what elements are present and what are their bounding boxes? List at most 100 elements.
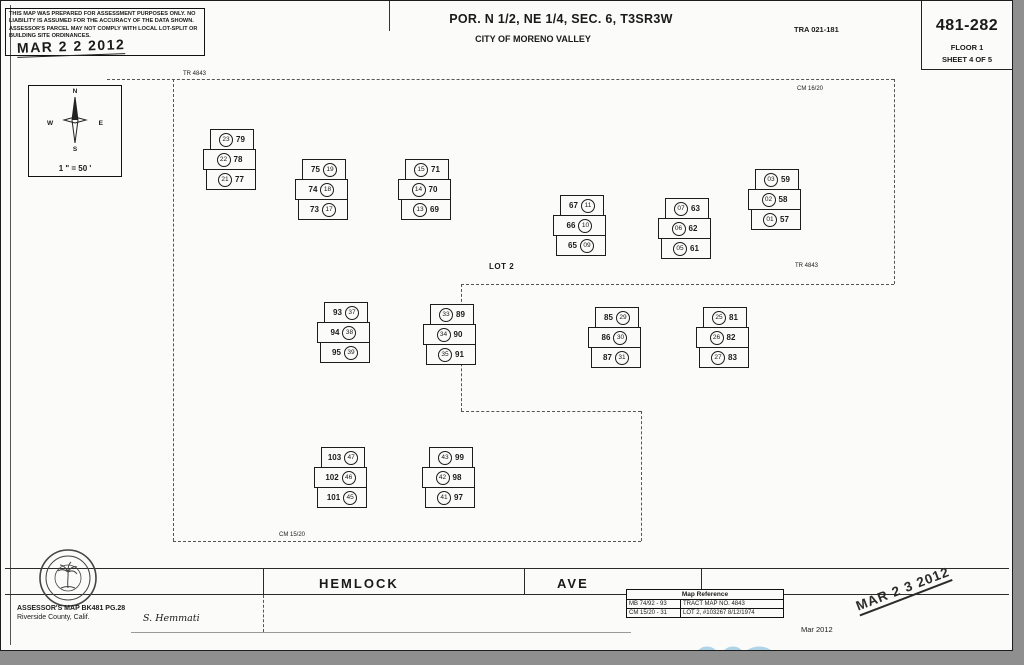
lot-number-circled: 11: [580, 198, 595, 213]
lot-number-circled: 15: [414, 162, 429, 177]
table-row: CM 15/20 - 31 LOT 2, #103267 8/12/1974: [627, 608, 783, 617]
parcel-number: 57: [780, 215, 789, 224]
parcel-number: 78: [233, 155, 243, 164]
parcel-number: 83: [728, 353, 737, 362]
lot-number-circled: 21: [218, 172, 233, 187]
map-reference-table: Map Reference MB 74/92 - 93 TRACT MAP NO…: [626, 589, 784, 618]
lot-number-circled: 02: [761, 192, 776, 207]
street-name: HEMLOCK: [319, 576, 399, 591]
lot-number-circled: 38: [342, 325, 357, 340]
lot-number-circled: 26: [709, 330, 724, 345]
reference-code: MB 74/92 - 93: [627, 600, 681, 608]
parcel-number: 94: [330, 328, 340, 337]
lot-number-circled: 05: [673, 241, 688, 256]
lot-number-circled: 14: [411, 182, 426, 197]
parcel-number: 58: [778, 195, 788, 204]
road-tick: [263, 568, 264, 594]
cm-reference-bottom: CM 15/20: [279, 532, 306, 538]
tract-number-top: TR 4843: [183, 71, 207, 77]
lot-number-circled: 46: [341, 470, 356, 485]
lot-number-circled: 27: [711, 350, 726, 365]
book-page-number: 481-282: [935, 17, 999, 34]
parcel-number: 87: [603, 353, 612, 362]
parcel-number: 86: [601, 333, 611, 342]
drafter-signature: S. Hemmati: [143, 613, 200, 624]
parcel-number: 61: [690, 244, 699, 253]
reference-description: LOT 2, #103267 8/12/1974: [683, 610, 755, 616]
lot-number-circled: 10: [578, 218, 593, 233]
tract-boundary-mid: [461, 284, 894, 285]
assessor-map-sheet: THIS MAP WAS PREPARED FOR ASSESSMENT PUR…: [0, 0, 1013, 651]
title-separator-left: [389, 1, 390, 31]
reference-description: TRACT MAP NO. 4843: [683, 601, 745, 607]
lot-number-circled: 18: [320, 182, 335, 197]
parcel-number: 91: [455, 350, 464, 359]
parcel-number: 102: [325, 473, 339, 482]
tract-number-right: TR 4843: [795, 263, 819, 269]
road-tick: [524, 568, 525, 594]
compass-rose-icon: [62, 97, 88, 143]
lot-number-circled: 47: [344, 450, 359, 465]
lot-number-circled: 42: [435, 470, 450, 485]
title-block-underline: [921, 69, 1012, 70]
compass-scale-box: N W E S 1 " = 50 ': [28, 85, 122, 177]
tract-boundary-right: [894, 79, 895, 284]
lot-number-circled: 23: [219, 132, 234, 147]
parcel-number: 95: [332, 348, 341, 357]
inner-frame-line: [10, 5, 11, 645]
disclaimer-text: THIS MAP WAS PREPARED FOR ASSESSMENT PUR…: [9, 11, 198, 39]
road-edge-north: [5, 568, 1009, 569]
parcel-number: 59: [781, 175, 790, 184]
county-assessor-seal: [39, 549, 97, 607]
parcel-number: 97: [454, 493, 463, 502]
road-tick: [701, 568, 702, 594]
lot-number-circled: 29: [615, 310, 630, 325]
street-type: AVE: [557, 576, 589, 591]
parcel-number: 79: [236, 135, 245, 144]
parcel-number: 81: [729, 313, 738, 322]
lot-number-circled: 45: [343, 490, 358, 505]
lot-number-circled: 09: [579, 238, 594, 253]
parcel-number: 73: [310, 205, 319, 214]
table-row: MB 74/92 - 93 TRACT MAP NO. 4843: [627, 600, 783, 608]
lot-number-circled: 37: [344, 305, 359, 320]
lot-number-circled: 33: [439, 307, 454, 322]
lot-number-circled: 25: [712, 310, 727, 325]
lot-number-circled: 01: [763, 212, 778, 227]
floor-label: FLOOR 1: [950, 43, 984, 52]
lot-number-circled: 22: [216, 152, 231, 167]
map-subtitle: CITY OF MORENO VALLEY: [475, 34, 591, 44]
tract-boundary-step-v2: [641, 411, 642, 541]
assessor-county: Riverside County, Calif.: [17, 614, 90, 621]
tra-number: TRA 021-181: [794, 25, 839, 34]
